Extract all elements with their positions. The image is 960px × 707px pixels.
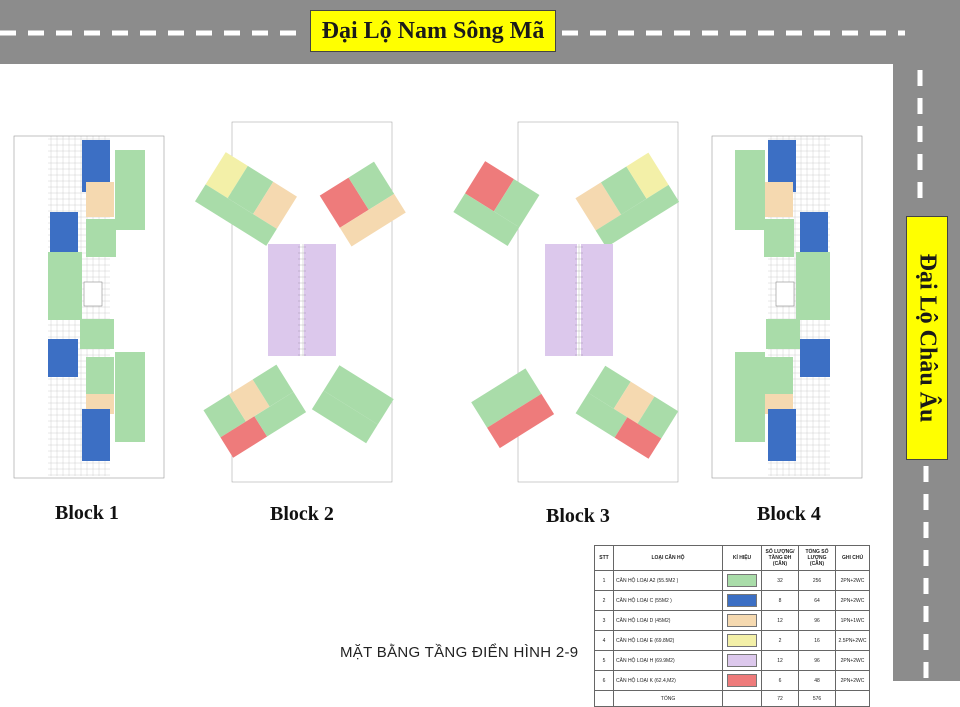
legend-total-sum: 576 — [798, 690, 836, 707]
legend-header-qty: SỐ LƯỢNG/ TẦNG ĐH (CĂN) — [761, 545, 799, 571]
legend-qty: 12 — [761, 650, 799, 671]
legend-total: 64 — [798, 590, 836, 611]
legend-header-symbol: KÍ HIỆU — [722, 545, 762, 571]
legend-stt: 3 — [594, 610, 614, 631]
legend-total-label: TỔNG — [613, 690, 723, 707]
plan-caption: MẶT BẰNG TẦNG ĐIỂN HÌNH 2-9 — [340, 644, 579, 661]
legend-total-blank — [594, 690, 614, 707]
block-1-label: Block 1 — [55, 502, 119, 524]
legend-color-swatch — [727, 614, 757, 627]
legend-type: CĂN HỘ LOẠI A2 (55.5M2 ) — [613, 570, 723, 591]
legend-total: 256 — [798, 570, 836, 591]
apartment-legend-table: STT LOẠI CĂN HỘ KÍ HIỆU SỐ LƯỢNG/ TẦNG Đ… — [594, 545, 870, 707]
legend-type: CĂN HỘ LOẠI D (45M2) — [613, 610, 723, 631]
legend-note: 2PN+2WC — [835, 590, 870, 611]
legend-qty: 12 — [761, 610, 799, 631]
block-3-plan — [453, 121, 680, 483]
legend-stt: 1 — [594, 570, 614, 591]
legend-total: 96 — [798, 650, 836, 671]
legend-header-note: GHI CHÚ — [835, 545, 870, 571]
legend-qty: 8 — [761, 590, 799, 611]
block-1-plan — [13, 135, 165, 479]
road-markings — [0, 30, 929, 681]
block-2-label: Block 2 — [270, 503, 334, 525]
legend-header-total: TỔNG SỐ LƯỢNG (CĂN) — [798, 545, 836, 571]
block-4-plan — [711, 135, 863, 479]
legend-color-swatch — [727, 574, 757, 587]
legend-swatch-cell — [722, 630, 762, 651]
legend-total: 96 — [798, 610, 836, 631]
legend-swatch-cell — [722, 590, 762, 611]
legend-color-swatch — [727, 594, 757, 607]
legend-note: 2.5PN+2WC — [835, 630, 870, 651]
legend-type: CĂN HỘ LOẠI C (55M2 ) — [613, 590, 723, 611]
block-2-plan — [195, 121, 406, 483]
legend-note: 2PN+2WC — [835, 570, 870, 591]
legend-swatch-cell — [722, 610, 762, 631]
legend-type: CĂN HỘ LOẠI H (69.9M2) — [613, 650, 723, 671]
legend-stt: 4 — [594, 630, 614, 651]
legend-header-row: STT LOẠI CĂN HỘ KÍ HIỆU SỐ LƯỢNG/ TẦNG Đ… — [594, 545, 870, 571]
legend-header-type: LOẠI CĂN HỘ — [613, 545, 723, 571]
road-name-right: Đại Lộ Châu Âu — [906, 216, 948, 460]
legend-color-swatch — [727, 654, 757, 667]
legend-qty: 32 — [761, 570, 799, 591]
legend-swatch-cell — [722, 570, 762, 591]
legend-type: CĂN HỘ LOẠI E (69.8M2) — [613, 630, 723, 651]
floor-plan — [13, 121, 863, 483]
legend-total-blank2 — [722, 690, 762, 707]
legend-qty: 2 — [761, 630, 799, 651]
legend-note: 2PN+2WC — [835, 650, 870, 671]
block-4-label: Block 4 — [757, 503, 821, 525]
legend-color-swatch — [727, 634, 757, 647]
legend-stt: 2 — [594, 590, 614, 611]
legend-header-stt: STT — [594, 545, 614, 571]
legend-note: 1PN+1WC — [835, 610, 870, 631]
legend-total: 16 — [798, 630, 836, 651]
block-3-label: Block 3 — [546, 505, 610, 527]
legend-total-qty: 72 — [761, 690, 799, 707]
legend-swatch-cell — [722, 650, 762, 671]
legend-stt: 5 — [594, 650, 614, 671]
road-name-top: Đại Lộ Nam Sông Mã — [310, 10, 556, 52]
legend-total-blank3 — [835, 690, 870, 707]
road-name-right-text: Đại Lộ Châu Âu — [914, 253, 941, 423]
